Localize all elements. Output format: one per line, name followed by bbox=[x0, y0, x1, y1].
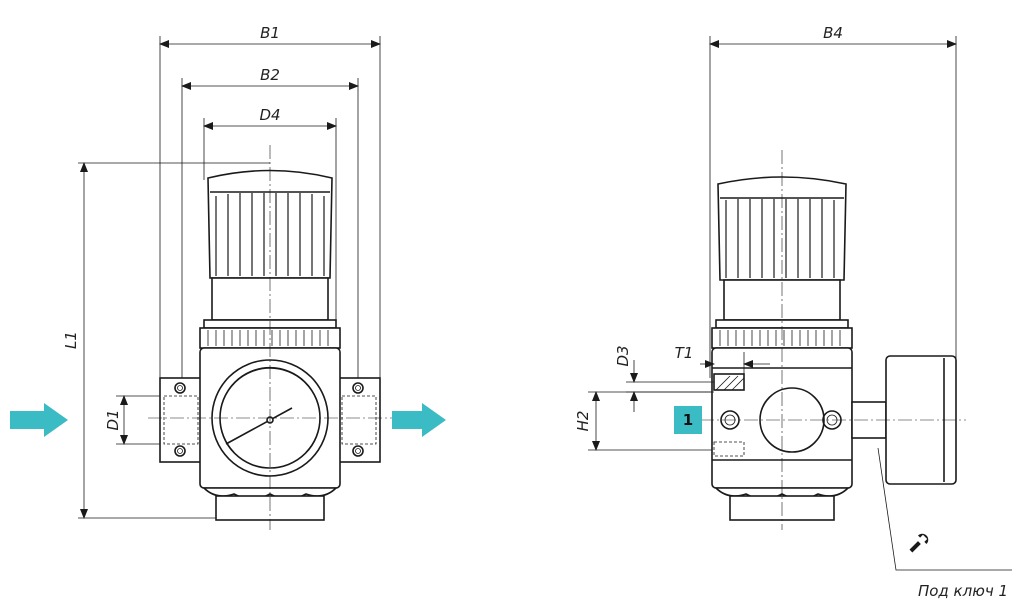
flow-in-arrow-icon bbox=[10, 403, 68, 437]
l1-label: L1 bbox=[62, 331, 80, 349]
b4-label: B4 bbox=[823, 24, 843, 42]
wrench-note: Под ключ 1 bbox=[918, 582, 1008, 600]
t1-label: T1 bbox=[675, 344, 694, 362]
front-view bbox=[78, 36, 392, 530]
b1-label: B1 bbox=[260, 24, 280, 42]
wrench-icon bbox=[909, 533, 929, 553]
d4-label: D4 bbox=[259, 106, 280, 124]
side-view bbox=[588, 36, 1012, 571]
port-badge-label: 1 bbox=[683, 411, 693, 429]
h2-label: H2 bbox=[574, 411, 592, 432]
port-badge bbox=[674, 406, 702, 434]
d1-label: D1 bbox=[104, 409, 122, 430]
flow-out-arrow-icon bbox=[392, 403, 446, 437]
b2-label: B2 bbox=[260, 66, 280, 84]
d3-label: D3 bbox=[614, 345, 632, 366]
